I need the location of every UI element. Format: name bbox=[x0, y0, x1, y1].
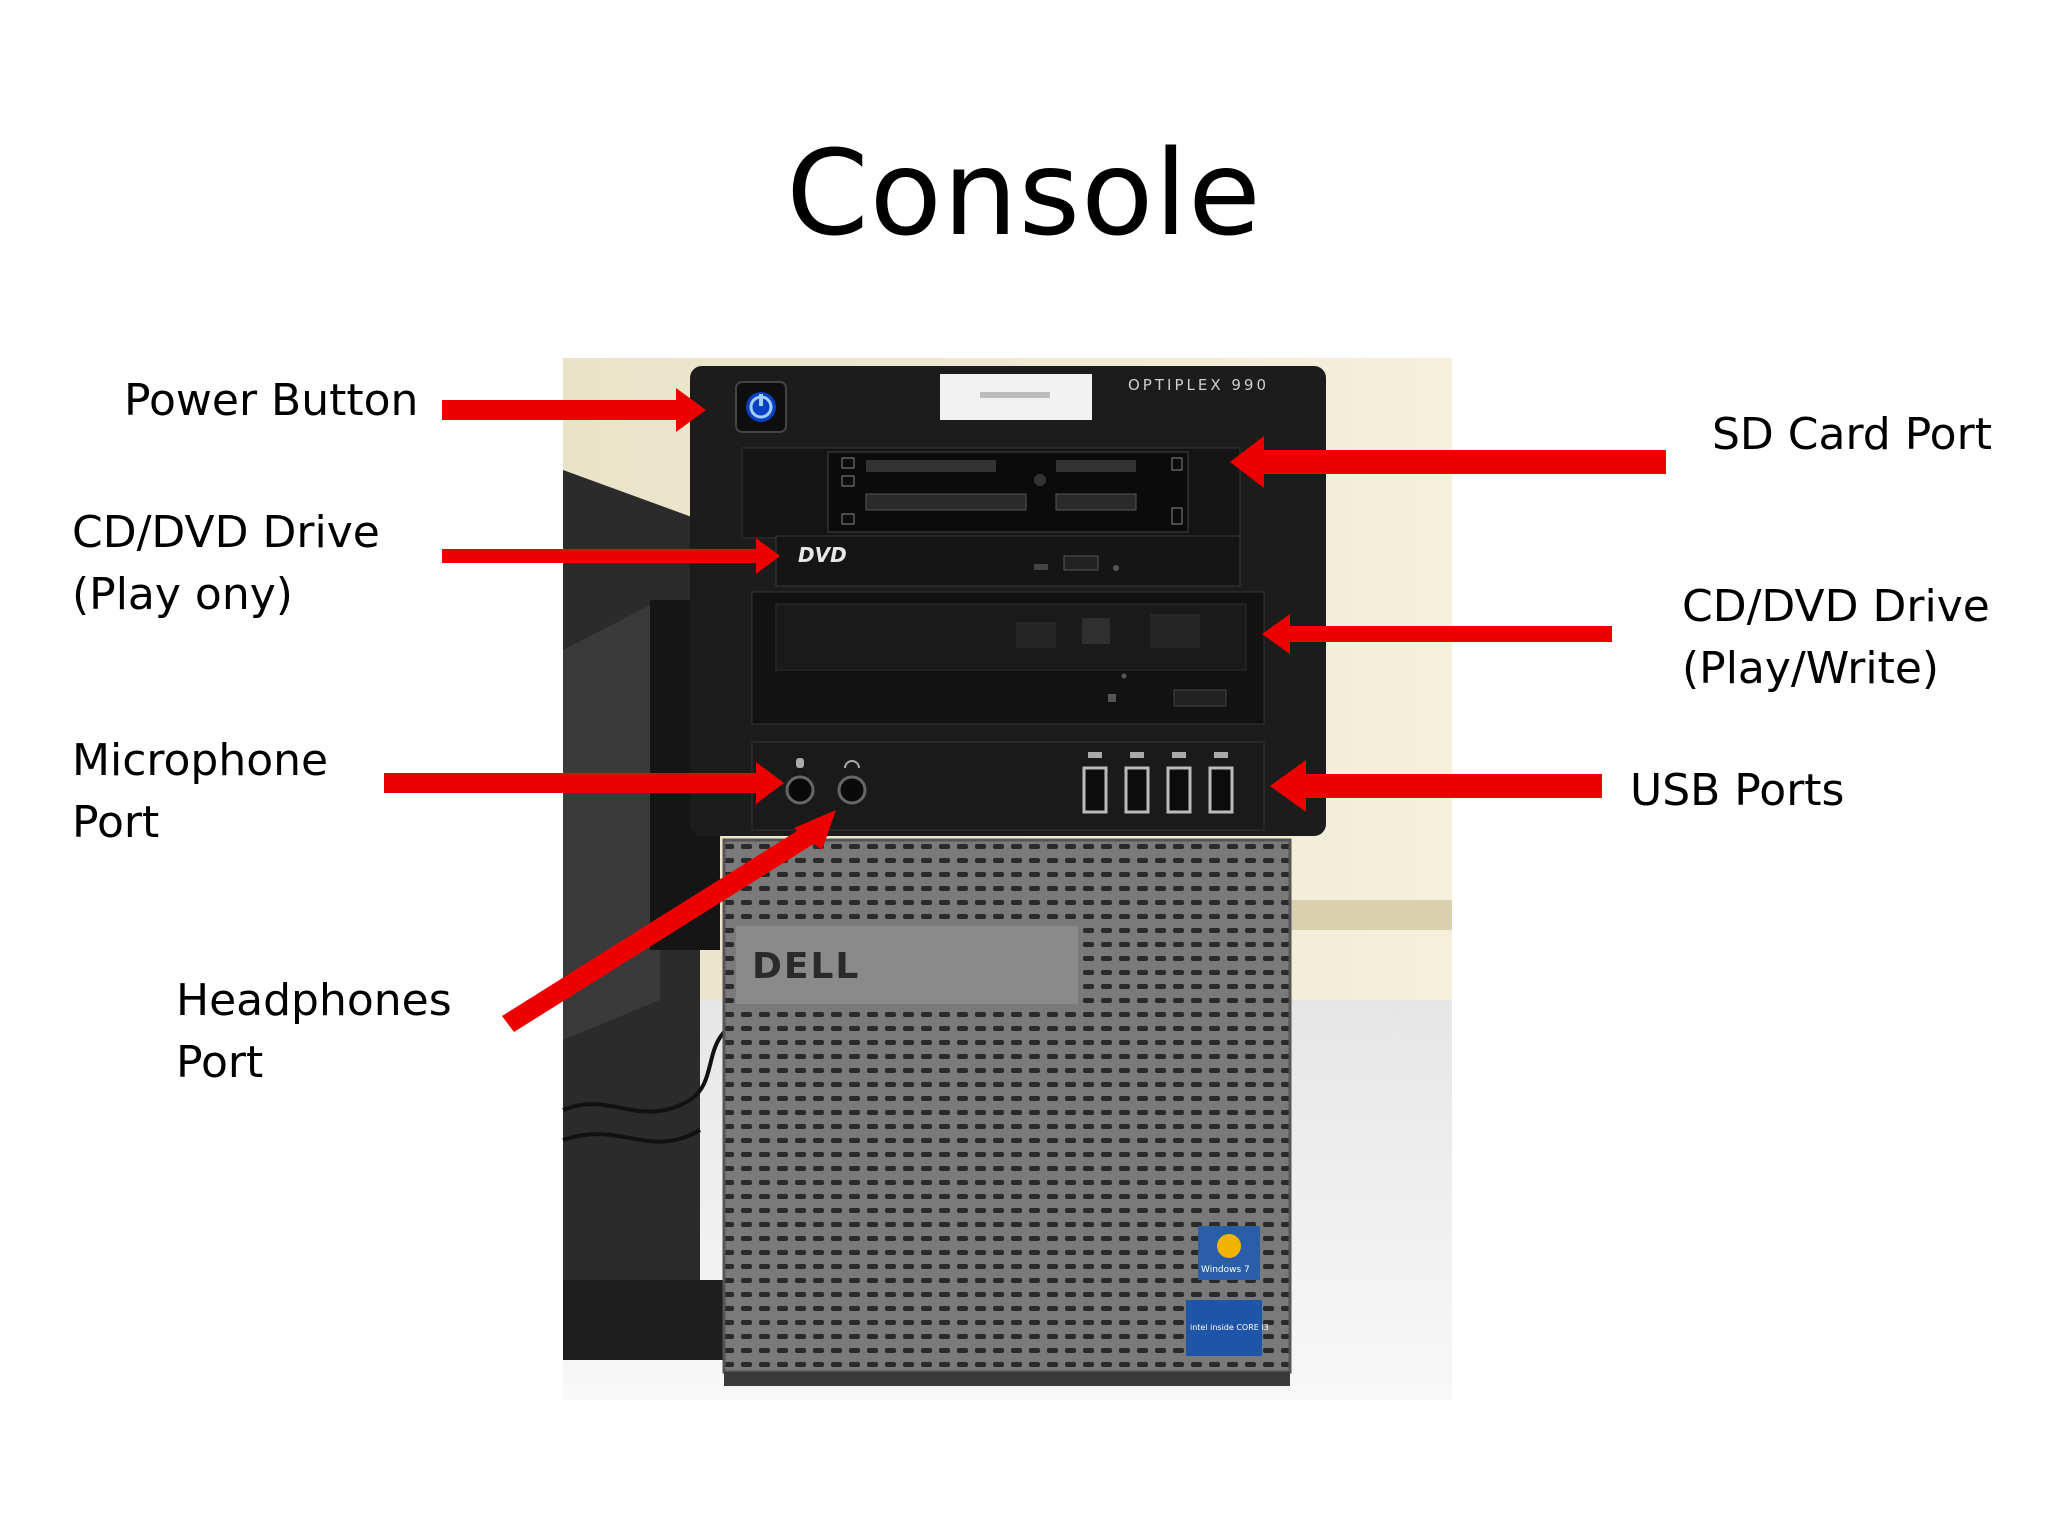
headphone-jack bbox=[837, 775, 867, 805]
label-headphones-line1: Headphones bbox=[176, 975, 452, 1026]
label-sd-card-port: SD Card Port bbox=[1712, 404, 1992, 466]
label-headphones-line2: Port bbox=[176, 1037, 264, 1088]
label-cd-dvd-play-only-line2: (Play ony) bbox=[72, 569, 293, 620]
label-usb-ports: USB Ports bbox=[1630, 760, 1844, 822]
arrow-sd-card-port bbox=[1230, 436, 1666, 488]
arrow-usb-ports bbox=[1270, 760, 1602, 812]
label-usb-ports-text: USB Ports bbox=[1630, 765, 1845, 816]
dell-logo: DELL bbox=[752, 946, 860, 987]
label-power-button: Power Button bbox=[124, 370, 418, 432]
arrow-headphones-port bbox=[502, 810, 836, 1032]
arrow-cd-dvd-play-only bbox=[442, 538, 780, 574]
model-badge: OPTIPLEX 990 bbox=[1128, 376, 1269, 394]
label-cd-dvd-play-write: CD/DVD Drive (Play/Write) bbox=[1682, 576, 1990, 700]
label-cd-dvd-play-write-line1: CD/DVD Drive bbox=[1682, 581, 1990, 632]
slide-title: Console bbox=[786, 124, 1262, 262]
intel-sticker bbox=[1186, 1300, 1262, 1356]
photo-cables bbox=[562, 1018, 741, 1114]
arrow-microphone-port bbox=[384, 762, 784, 804]
arrow-cd-dvd-play-write bbox=[1262, 614, 1612, 654]
svg-text:intel inside CORE i3: intel inside CORE i3 bbox=[1190, 1323, 1269, 1332]
label-headphones-port: Headphones Port bbox=[176, 970, 452, 1094]
usb-ports-photo bbox=[1082, 752, 1234, 814]
label-power-button-text: Power Button bbox=[124, 375, 419, 426]
mic-jack bbox=[785, 775, 815, 805]
label-microphone-line2: Port bbox=[72, 797, 160, 848]
dvd-rom-drive bbox=[775, 535, 1241, 587]
label-cd-dvd-play-only: CD/DVD Drive (Play ony) bbox=[72, 502, 380, 626]
svg-text:Windows 7: Windows 7 bbox=[1201, 1265, 1250, 1275]
label-cd-dvd-play-write-line2: (Play/Write) bbox=[1682, 643, 1940, 694]
label-microphone-port: Microphone Port bbox=[72, 730, 328, 854]
label-microphone-line1: Microphone bbox=[72, 735, 329, 786]
photo-wall-baseboard bbox=[1290, 900, 1452, 930]
label-cd-dvd-play-only-line1: CD/DVD Drive bbox=[72, 507, 380, 558]
label-sd-card-port-text: SD Card Port bbox=[1712, 409, 1992, 460]
photo-monitor-stand bbox=[563, 1280, 753, 1360]
dvd-logo: DVD bbox=[798, 543, 847, 567]
arrow-power-button bbox=[442, 388, 706, 432]
photo-monitor-back bbox=[563, 600, 660, 1040]
dell-badge-plate bbox=[736, 926, 1078, 1004]
tower-foot bbox=[724, 1372, 1290, 1386]
